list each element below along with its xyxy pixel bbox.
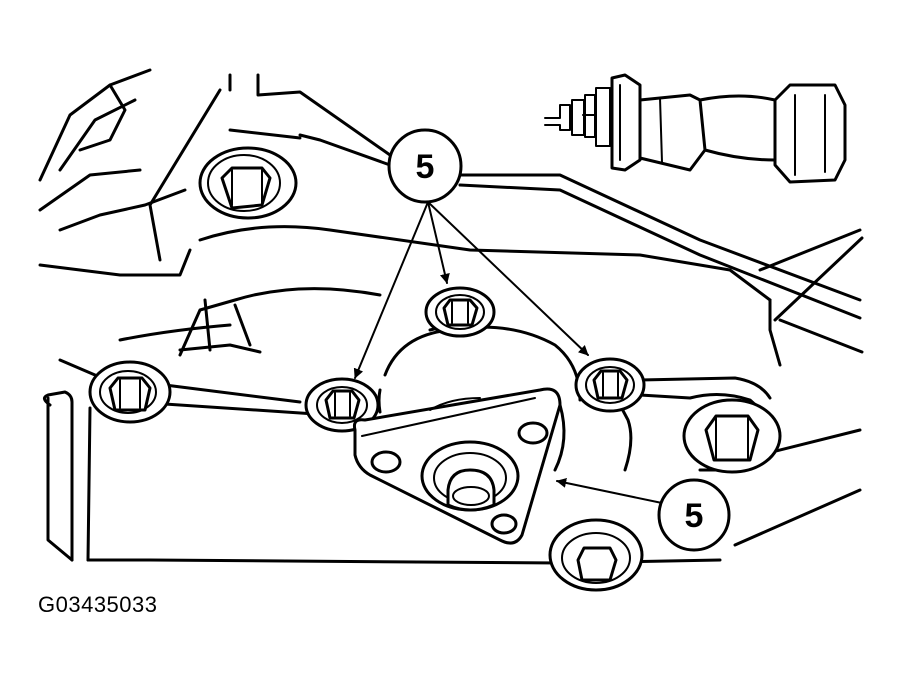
- callout-upper: 5: [387, 128, 463, 204]
- mount-bolt-right: [574, 357, 646, 413]
- bolt-right: [682, 398, 782, 474]
- engine-mount-plate: [353, 387, 562, 545]
- mount-bolt-top: [424, 286, 496, 338]
- figure-id-label: G03435033: [38, 592, 158, 617]
- callout-arrows: [353, 201, 663, 504]
- callout-lower-label: 5: [685, 497, 704, 535]
- callout-lower: 5: [657, 478, 731, 552]
- engine-frame-outline: [38, 68, 864, 565]
- bolt-bottom: [548, 518, 644, 592]
- sensor-component: [544, 73, 847, 184]
- mount-bolt-left: [304, 377, 380, 433]
- callout-upper-label: 5: [416, 148, 435, 186]
- bolt-left: [88, 360, 172, 424]
- bolt-upper-left: [198, 146, 298, 220]
